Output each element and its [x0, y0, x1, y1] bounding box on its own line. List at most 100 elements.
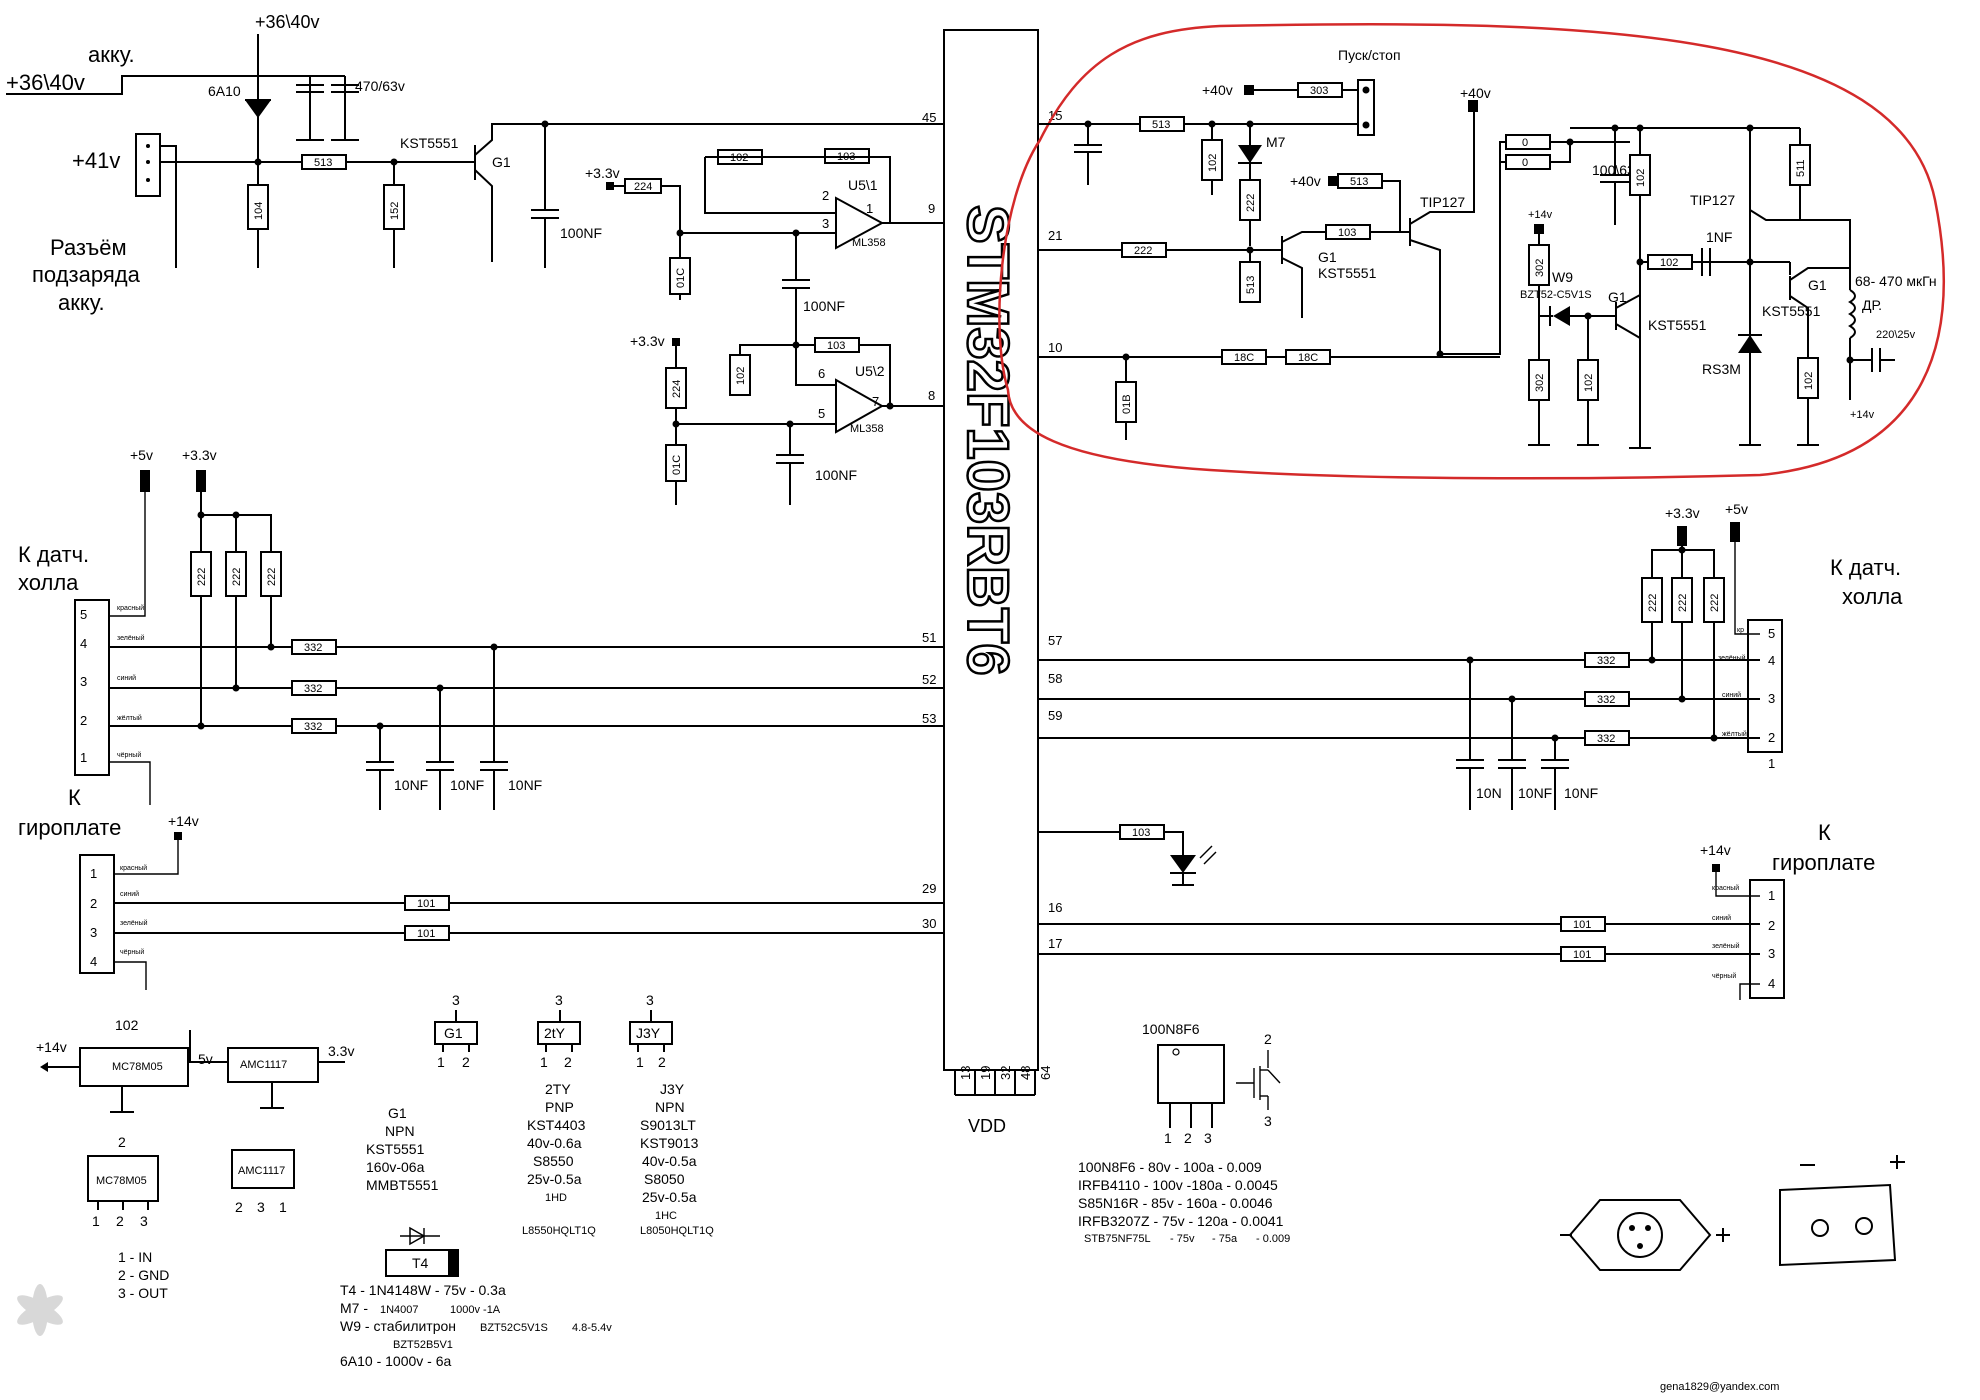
svg-text:513: 513: [1152, 119, 1170, 131]
svg-text:ДР.: ДР.: [1862, 297, 1882, 313]
svg-text:MC78M05: MC78M05: [112, 1061, 163, 1073]
svg-text:222: 222: [231, 568, 243, 586]
svg-text:100NF: 100NF: [803, 298, 845, 314]
svg-text:40v-0.6a: 40v-0.6a: [527, 1135, 582, 1151]
svg-text:TIP127: TIP127: [1690, 192, 1735, 208]
svg-text:- 75a: - 75a: [1212, 1233, 1238, 1245]
svg-text:32: 32: [998, 1066, 1013, 1080]
svg-text:0: 0: [1522, 137, 1528, 149]
svg-text:BZT52B5V1: BZT52B5V1: [393, 1339, 453, 1351]
svg-text:S85N16R - 85v - 160a - 0.0046: S85N16R - 85v - 160a - 0.0046: [1078, 1195, 1273, 1211]
svg-text:2: 2: [822, 188, 829, 203]
svg-text:зелёный: зелёный: [1718, 654, 1746, 662]
svg-text:0: 0: [1522, 157, 1528, 169]
author-email: gena1829@yandex.com: [1660, 1381, 1779, 1393]
svg-text:3: 3: [822, 216, 829, 231]
svg-text:222: 222: [196, 568, 208, 586]
svg-text:синий: синий: [120, 890, 139, 898]
amc1117-package: [231, 1149, 295, 1189]
svg-text:красный: красный: [1712, 884, 1739, 892]
svg-text:13: 13: [958, 1066, 973, 1080]
svg-text:40v-0.5a: 40v-0.5a: [642, 1153, 697, 1169]
gyro-left: К гироплате +14v 1 2 3 4 красный синий з…: [18, 785, 944, 990]
svg-text:BZT52C5V1S: BZT52C5V1S: [480, 1322, 548, 1334]
svg-text:красный: красный: [117, 604, 144, 612]
led-indicator: 103: [1038, 824, 1217, 886]
svg-text:102: 102: [1635, 169, 1647, 187]
svg-text:3: 3: [140, 1213, 148, 1229]
svg-text:RS3M: RS3M: [1702, 361, 1741, 377]
charge-input-section: +36\40v акку. +36\40v 6A10 470/63v +41v …: [6, 12, 944, 315]
svg-text:224: 224: [634, 181, 652, 193]
svg-text:холла: холла: [1842, 584, 1903, 609]
svg-text:U5\2: U5\2: [855, 363, 885, 379]
svg-text:IRFB3207Z - 75v - 120a - 0.004: IRFB3207Z - 75v - 120a - 0.0041: [1078, 1213, 1284, 1229]
svg-text:3: 3: [1264, 1113, 1272, 1129]
svg-text:30: 30: [922, 916, 936, 931]
svg-text:6: 6: [818, 366, 825, 381]
svg-text:W9 - стабилитрон: W9 - стабилитрон: [340, 1318, 456, 1334]
transistor-g1: 3 G1 1 2 G1 NPN KST5551 160v-06a MMBT555…: [366, 992, 478, 1193]
svg-text:Пуск/стоп: Пуск/стоп: [1338, 47, 1401, 63]
svg-text:102: 102: [1207, 154, 1219, 172]
svg-text:9: 9: [928, 201, 935, 216]
power-switch-section: Пуск/стоп +40v 303 513 102 M7 222 +40v 5…: [998, 22, 1945, 480]
svg-text:2tY: 2tY: [544, 1025, 566, 1041]
svg-text:Разъём: Разъём: [50, 235, 127, 260]
gyro-left-connector: [79, 854, 115, 974]
vdd-label: VDD: [968, 1116, 1006, 1136]
diode-rs3m-icon: [1738, 335, 1762, 353]
svg-text:1: 1: [80, 750, 87, 765]
svg-text:3: 3: [452, 992, 460, 1008]
svg-text:чёрный: чёрный: [1712, 972, 1736, 980]
svg-text:К датч.: К датч.: [18, 542, 89, 567]
mcu-label: STM32F103RBT6: [955, 205, 1020, 676]
svg-text:KST5551: KST5551: [1318, 265, 1377, 281]
svg-text:303: 303: [1310, 85, 1328, 97]
svg-text:L8050HQLT1Q: L8050HQLT1Q: [640, 1225, 714, 1237]
svg-text:45: 45: [922, 110, 936, 125]
svg-text:2 - GND: 2 - GND: [118, 1267, 169, 1283]
svg-text:T4 - 1N4148W - 75v - 0.3a: T4 - 1N4148W - 75v - 0.3a: [340, 1282, 506, 1298]
svg-text:KST9013: KST9013: [640, 1135, 699, 1151]
transistor-2ty: 3 2tY 1 2 2TY PNP KST4403 40v-0.6a S8550…: [522, 992, 596, 1237]
svg-text:4: 4: [90, 954, 97, 969]
svg-text:PNP: PNP: [545, 1099, 574, 1115]
highlight-loop: [998, 22, 1945, 480]
svg-text:332: 332: [304, 721, 322, 733]
svg-text:акку.: акку.: [58, 290, 105, 315]
svg-text:чёрный: чёрный: [117, 751, 141, 759]
svg-text:U5\1: U5\1: [848, 177, 878, 193]
svg-text:68- 470 мкГн: 68- 470 мкГн: [1855, 273, 1937, 289]
svg-text:MMBT5551: MMBT5551: [366, 1177, 439, 1193]
svg-text:4.8-5.4v: 4.8-5.4v: [572, 1322, 612, 1334]
svg-text:8: 8: [928, 388, 935, 403]
svg-text:2: 2: [80, 713, 87, 728]
svg-text:KST5551: KST5551: [366, 1141, 425, 1157]
svg-text:ML358: ML358: [852, 237, 886, 249]
mosfet-symbol-icon: [1236, 1050, 1281, 1110]
hall-sensor-right: К датч. холла +3.3v +5v 5 4 3 2 1 кр зел…: [1038, 501, 1903, 810]
svg-text:G1: G1: [492, 154, 511, 170]
svg-text:104: 104: [253, 202, 265, 220]
svg-text:L8550HQLT1Q: L8550HQLT1Q: [522, 1225, 596, 1237]
svg-text:2: 2: [235, 1199, 243, 1215]
svg-text:3.3v: 3.3v: [328, 1043, 354, 1059]
svg-text:KST4403: KST4403: [527, 1117, 586, 1133]
svg-text:102: 102: [115, 1017, 139, 1033]
svg-text:29: 29: [922, 881, 936, 896]
charge-connector: [135, 133, 161, 197]
mosfet-package: [1157, 1044, 1225, 1104]
svg-text:S8550: S8550: [533, 1153, 574, 1169]
svg-text:AMC1117: AMC1117: [240, 1059, 287, 1071]
svg-text:59: 59: [1048, 708, 1062, 723]
svg-text:332: 332: [1597, 733, 1615, 745]
svg-text:2: 2: [90, 896, 97, 911]
svg-text:01C: 01C: [675, 268, 687, 288]
svg-text:2: 2: [1768, 918, 1775, 933]
svg-text:гироплате: гироплате: [1772, 850, 1875, 875]
svg-text:1: 1: [540, 1054, 548, 1070]
svg-text:+14v: +14v: [168, 813, 199, 829]
svg-text:10N: 10N: [1476, 785, 1502, 801]
svg-text:16: 16: [1048, 900, 1062, 915]
